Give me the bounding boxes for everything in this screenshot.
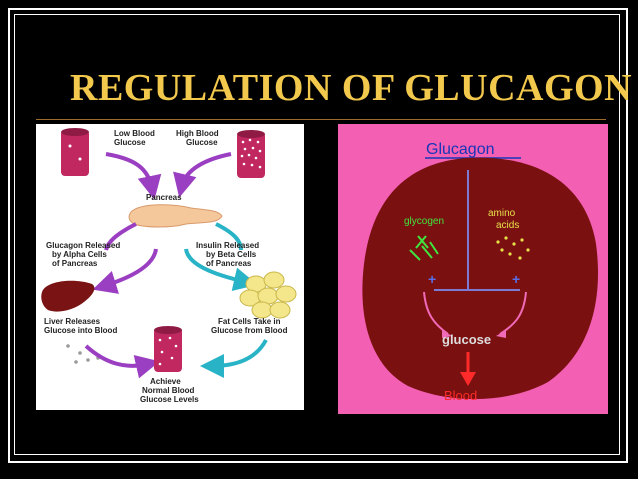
high-blood-glucose-label-2: Glucose [186, 138, 218, 147]
liver-icon [41, 280, 95, 312]
slide-title: REGULATION OF GLUCAGON [70, 67, 633, 109]
liver-releases-label-2: Glucose into Blood [44, 326, 117, 335]
amino-label: amino [488, 208, 516, 219]
acids-label: acids [496, 220, 519, 231]
arrow-glucagon-to-liver [92, 248, 158, 294]
insulin-released-label-3: of Pancreas [206, 259, 252, 268]
pancreas-label: Pancreas [146, 193, 182, 202]
high-blood-glucose-label-1: High Blood [176, 129, 219, 138]
arrow-fat-to-normal [200, 338, 268, 378]
glucagon-released-label-2: by Alpha Cells [52, 250, 107, 259]
low-blood-glucose-label-2: Glucose [114, 138, 146, 147]
glucose-dots [66, 344, 100, 364]
arrow-liver-to-normal [84, 344, 160, 379]
glycogen-molecules-icon [409, 235, 439, 261]
achieve-label-1: Achieve [150, 377, 181, 386]
blood-glucose-regulation-diagram: Low Blood Glucose High Blood Glucose Pan… [36, 124, 304, 410]
high-glucose-vessel-icon [237, 130, 265, 178]
glucagon-released-label-1: Glucagon Released [46, 241, 120, 250]
title-rule [36, 119, 606, 120]
pancreas-icon [128, 204, 223, 228]
low-blood-glucose-label-1: Low Blood [114, 129, 155, 138]
achieve-label-2: Normal Blood [142, 386, 195, 395]
inner-border [14, 14, 620, 455]
arrow-pancreas-left [104, 222, 137, 251]
low-glucose-vessel-icon [61, 128, 89, 176]
glucagon-label: Glucagon [426, 141, 495, 158]
glucose-to-blood-arrowhead [460, 372, 476, 386]
blood-label: Blood [444, 388, 477, 403]
fat-cells-icon [239, 271, 297, 319]
arrow-insulin-to-fat [184, 248, 258, 292]
glucagon-action-svg: Glucagon glycogen amino acids + + glucos… [362, 141, 598, 403]
fat-cells-label-2: Glucose from Blood [211, 326, 288, 335]
glycogen-label: glycogen [404, 216, 444, 227]
arrow-low-to-pancreas [105, 152, 162, 200]
amino-acid-dots-icon [496, 236, 530, 260]
arrow-head-left [442, 330, 452, 338]
fat-cells-label-1: Fat Cells Take in [218, 317, 281, 326]
insulin-released-label-2: by Beta Cells [206, 250, 257, 259]
arrow-glycogen-to-glucose [423, 291, 449, 335]
arrow-high-to-pancreas [173, 152, 232, 198]
insulin-released-label-1: Insulin Released [196, 241, 259, 250]
regulation-cycle-svg: Low Blood Glucose High Blood Glucose Pan… [41, 128, 297, 404]
normal-glucose-vessel-icon [154, 326, 182, 372]
liver-releases-label-1: Liver Releases [44, 317, 101, 326]
glucagon-action-diagram: Glucagon glycogen amino acids + + glucos… [338, 124, 608, 414]
achieve-label-3: Glucose Levels [140, 395, 199, 404]
plus-right: + [512, 271, 520, 287]
glucagon-released-label-3: of Pancreas [52, 259, 98, 268]
plus-left: + [428, 271, 436, 287]
arrow-head-right [496, 330, 506, 338]
cell-shape [362, 157, 598, 400]
arrow-pancreas-right [215, 222, 243, 251]
glucose-label: glucose [442, 332, 491, 347]
outer-border [8, 8, 628, 463]
